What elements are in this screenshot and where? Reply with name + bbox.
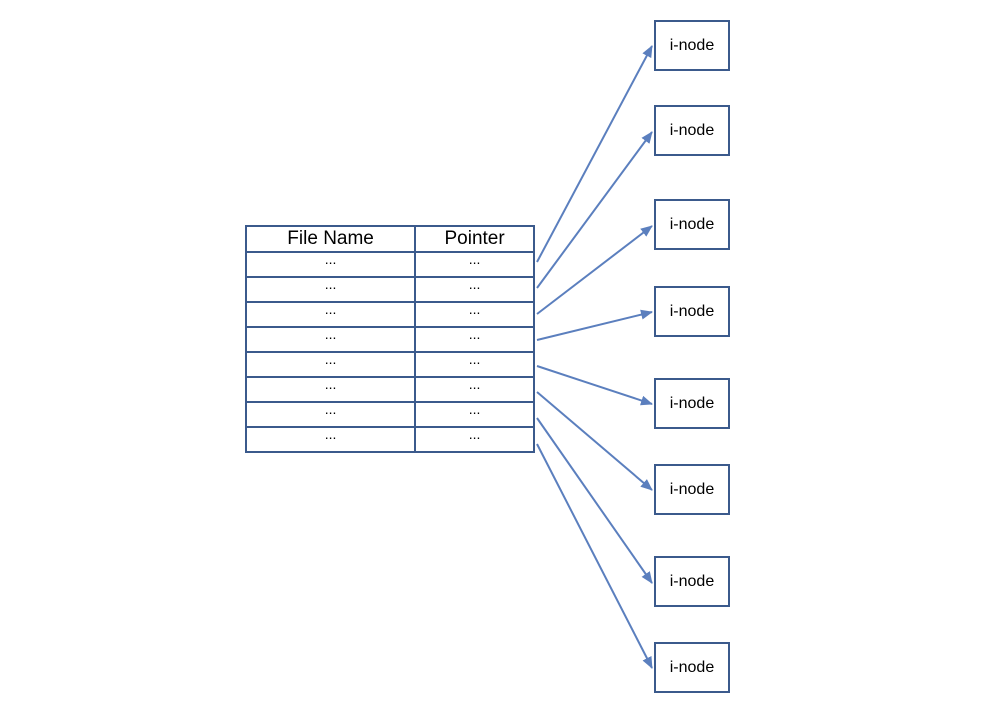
table-row: ...... — [244, 301, 535, 328]
inode-box: i-node — [654, 378, 730, 429]
table-row: ...... — [244, 376, 535, 403]
inode-box: i-node — [654, 199, 730, 250]
file-name-cell: ... — [244, 376, 417, 403]
file-name-cell: ... — [244, 326, 417, 353]
table-row: ...... — [244, 251, 535, 278]
table-row: ...... — [244, 401, 535, 428]
file-name-cell: ... — [244, 401, 417, 428]
pointer-cell: ... — [414, 351, 535, 378]
pointer-arrow — [536, 45, 653, 263]
pointer-header: Pointer — [414, 225, 535, 253]
pointer-arrow — [536, 225, 653, 315]
inode-box: i-node — [654, 105, 730, 156]
pointer-cell: ... — [414, 251, 535, 278]
table-row: ...... — [244, 426, 535, 453]
file-name-cell: ... — [244, 351, 417, 378]
pointer-arrow — [536, 391, 653, 491]
pointer-arrow — [536, 309, 653, 341]
pointer-cell: ... — [414, 376, 535, 403]
pointer-cell: ... — [414, 426, 535, 453]
file-name-cell: ... — [244, 251, 417, 278]
inode-box: i-node — [654, 556, 730, 607]
inode-box: i-node — [654, 286, 730, 337]
table-row: ...... — [244, 276, 535, 303]
inode-box: i-node — [654, 464, 730, 515]
table-row: ...... — [244, 351, 535, 378]
file-name-cell: ... — [244, 426, 417, 453]
directory-table: File Name Pointer ...... ...... ...... .… — [244, 225, 535, 453]
file-name-cell: ... — [244, 276, 417, 303]
file-name-header: File Name — [244, 225, 417, 253]
file-name-cell: ... — [244, 301, 417, 328]
pointer-arrow — [536, 131, 653, 289]
table-row: ...... — [244, 326, 535, 353]
pointer-cell: ... — [414, 276, 535, 303]
table-header-row: File Name Pointer — [244, 225, 535, 253]
pointer-arrow — [536, 417, 653, 584]
pointer-cell: ... — [414, 326, 535, 353]
pointer-cell: ... — [414, 401, 535, 428]
pointer-arrow — [536, 443, 653, 669]
inode-box: i-node — [654, 20, 730, 71]
pointer-arrow — [536, 365, 653, 406]
pointer-cell: ... — [414, 301, 535, 328]
inode-box: i-node — [654, 642, 730, 693]
